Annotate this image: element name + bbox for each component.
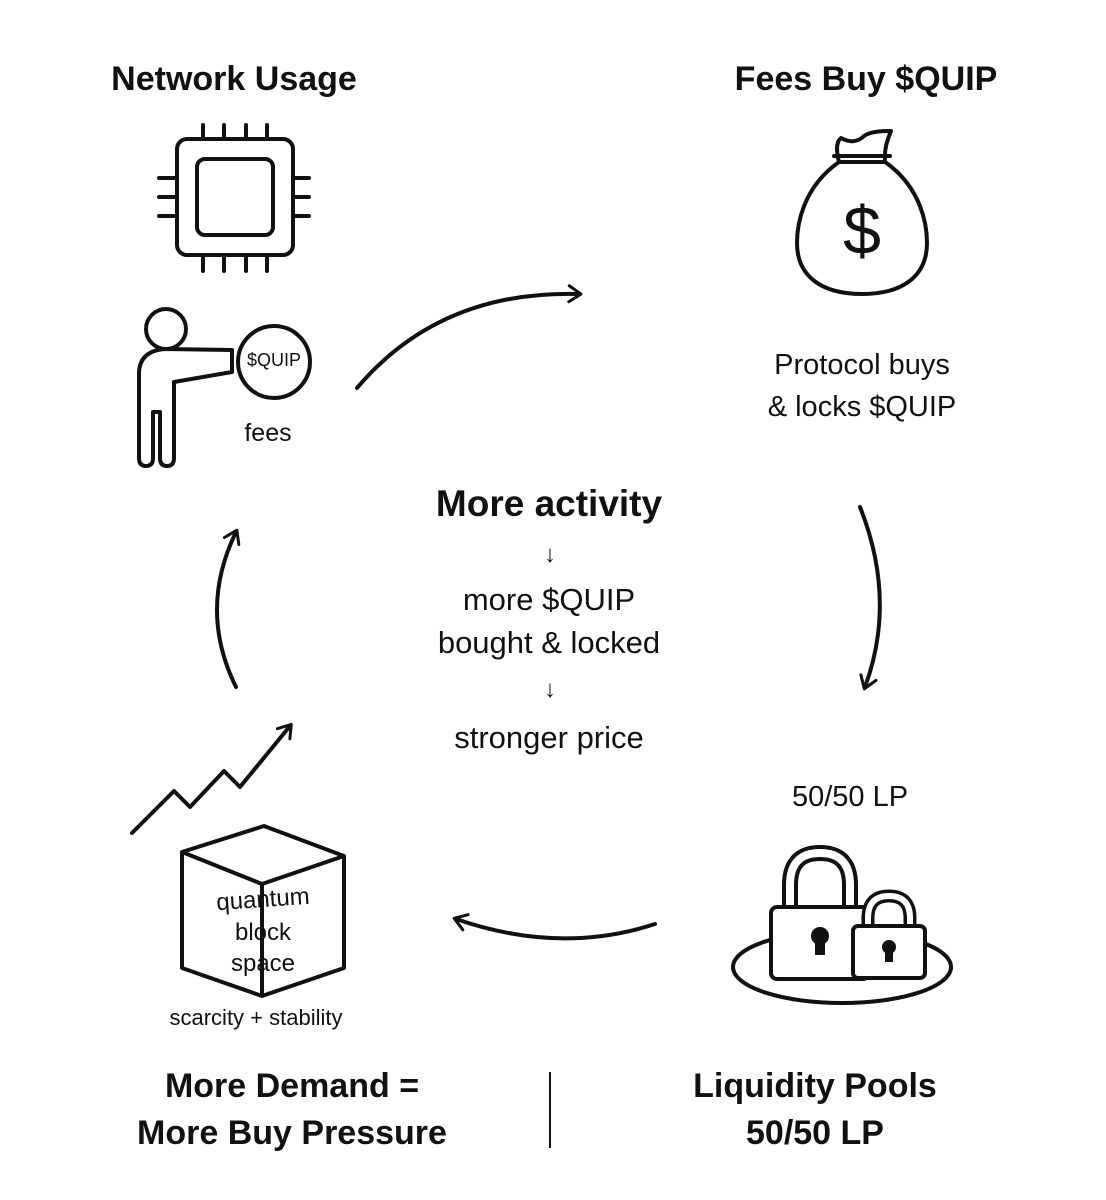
- trend-up-icon: [130, 722, 293, 835]
- cpu-chip-icon: [157, 123, 311, 273]
- arrow-demand-to-usage: [215, 528, 241, 689]
- node-title-fees-buy: Fees Buy $QUIP: [734, 60, 998, 98]
- cube-text-line2: block: [234, 919, 292, 946]
- coin-label: $QUIP: [246, 350, 302, 370]
- center-line-more-quip: more $QUIP: [462, 582, 636, 617]
- money-bag-dollar-sign: $: [843, 193, 881, 269]
- coin-icon: [236, 324, 312, 400]
- person-icon: [137, 307, 234, 468]
- fees-buy-desc-line2: & locks $QUIP: [767, 391, 957, 423]
- liquidity-lp-label: 50/50 LP: [791, 781, 909, 813]
- center-down-arrow-1: ↓: [544, 541, 556, 568]
- node-title-network-usage: Network Usage: [111, 60, 357, 98]
- demand-caption: scarcity + stability: [169, 1005, 343, 1030]
- bottom-left-line2: More Buy Pressure: [137, 1114, 447, 1152]
- fees-buy-desc-line1: Protocol buys: [774, 349, 950, 381]
- bottom-right-line1: Liquidity Pools: [693, 1067, 937, 1105]
- cycle-arrows: [215, 284, 882, 941]
- bottom-left-line1: More Demand =: [164, 1067, 420, 1105]
- arrow-liquidity-to-demand: [452, 913, 657, 941]
- fees-label: fees: [244, 419, 292, 447]
- center-line-more-activity: More activity: [435, 483, 663, 524]
- padlock-icon: [731, 845, 953, 1005]
- center-line-stronger-price: stronger price: [454, 720, 644, 755]
- arrow-fees-to-liquidity: [858, 505, 882, 691]
- arrow-usage-to-fees: [355, 284, 583, 390]
- bottom-right-line2: 50/50 LP: [746, 1114, 884, 1152]
- center-down-arrow-2: ↓: [544, 676, 556, 703]
- cube-icon: [180, 824, 346, 998]
- cube-text-line3: space: [230, 950, 296, 977]
- center-line-bought-locked: bought & locked: [437, 625, 661, 660]
- money-bag-icon: [795, 129, 929, 296]
